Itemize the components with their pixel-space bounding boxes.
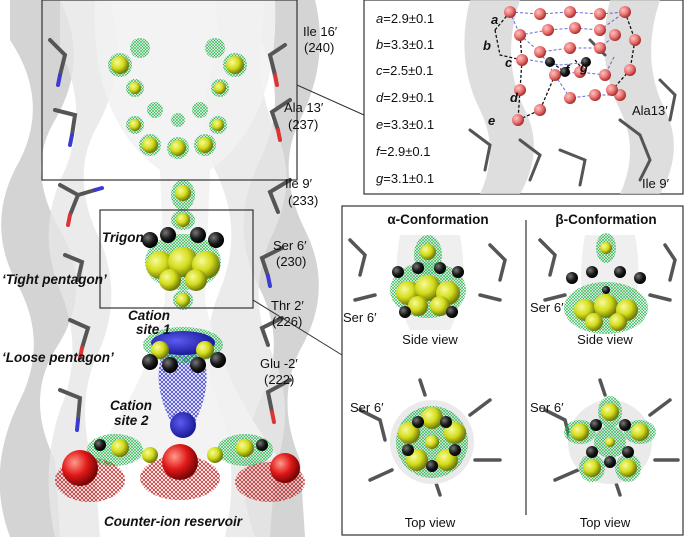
residue-thr2-num: (226) [272,314,303,329]
inset-ile9-label: Ile 9′ [642,176,670,191]
loose-pentagon-label: ‘Loose pentagon’ [2,350,114,365]
inset-letter-f: f [565,62,570,77]
beta-side-view-label: Side view [577,332,633,347]
distance-f: f=2.9±0.1 [376,144,431,159]
distance-a: a=2.9±0.1 [376,11,435,26]
inset-ala13-label: Ala13′ [632,103,668,118]
residue-glu2-num: (222) [264,372,295,387]
alpha-conformation-title: α-Conformation [387,212,489,227]
beta-top-view-label: Top view [579,515,631,530]
residue-ile9-label: Ile 9′ [285,176,313,191]
main-channel-view [0,0,365,537]
residue-ala13-label: Ala 13′ [284,100,324,115]
residue-ile9-num: (233) [288,193,319,208]
distance-d: d=2.9±0.1 [376,90,435,105]
beta-top-ser6-label: Ser 6′ [530,400,564,415]
distance-b: b=3.3±0.1 [376,37,435,52]
tight-pentagon-label: ‘Tight pentagon’ [2,272,107,287]
counter-ion-reservoir-label: Counter-ion reservoir [104,514,243,529]
residue-ile16-label: Ile 16′ [303,24,338,39]
residue-ala13-num: (237) [288,117,319,132]
trigon-label: Trigon [102,230,144,245]
inset-letter-d: d [510,90,518,105]
residue-ser6-num: (230) [276,254,307,269]
beta-conformation-title: β-Conformation [555,212,657,227]
distance-c: c=2.5±0.1 [376,63,434,78]
beta-side-ser6-label: Ser 6′ [530,300,564,315]
inset-letter-g: g [580,60,588,75]
inset-letter-c: c [505,55,513,70]
residue-ser6-label: Ser 6′ [273,238,307,253]
cation-site-1-label-line2: site 1 [136,322,171,337]
alpha-side-view-label: Side view [402,332,458,347]
alpha-side-ser6-label: Ser 6′ [343,310,377,325]
residue-thr2-label: Thr 2′ [271,298,304,313]
alpha-top-ser6-label: Ser 6′ [350,400,384,415]
residue-glu2-label: Glu -2′ [260,356,298,371]
cation-site-2-label-line2: site 2 [114,413,149,428]
cation-site-1-label-line1: Cation [128,308,170,323]
distance-inset [363,0,684,195]
cation-site-2-label-line1: Cation [110,398,152,413]
alpha-top-view-label: Top view [404,515,456,530]
distance-g: g=3.1±0.1 [376,171,435,186]
distance-e: e=3.3±0.1 [376,117,435,132]
inset-letter-a: a [491,12,499,27]
residue-ile16-num: (240) [304,40,335,55]
inset-letter-b: b [483,38,491,53]
inset-letter-e: e [488,113,496,128]
conformation-panel [341,205,684,536]
